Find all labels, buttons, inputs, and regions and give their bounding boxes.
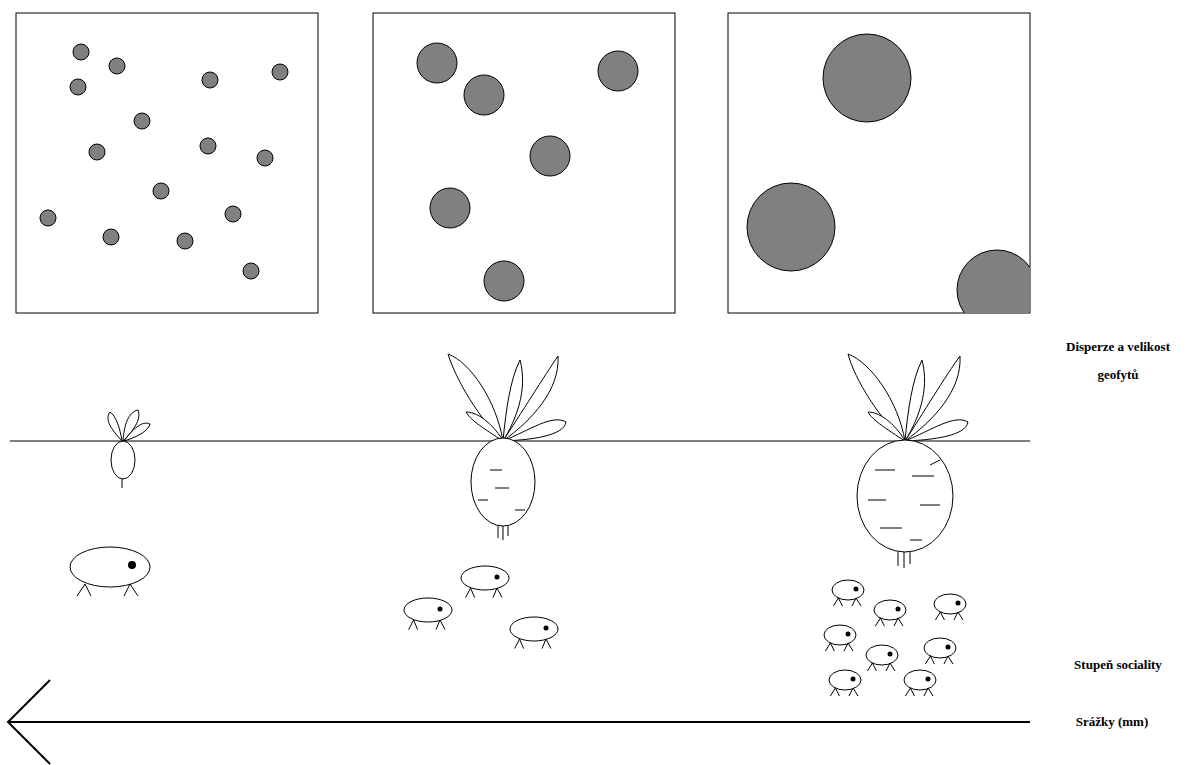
rodent-eye xyxy=(495,575,500,580)
rodent-eye xyxy=(888,652,893,657)
rodent-body xyxy=(510,617,558,641)
rodent-body xyxy=(829,670,861,690)
rodent-legs xyxy=(905,688,933,696)
axis-label: Stupeň sociality xyxy=(1053,651,1183,679)
rodent-eye xyxy=(896,607,901,612)
rodent-legs xyxy=(867,663,895,671)
rodent-body xyxy=(824,625,856,645)
rodent-body xyxy=(924,638,956,658)
rodent-legs xyxy=(925,656,953,664)
rodent-body xyxy=(461,566,509,590)
rodent-body xyxy=(904,670,936,690)
rodent-eye xyxy=(438,607,443,612)
rodent-eye xyxy=(851,677,856,682)
rodent-eye xyxy=(544,626,549,631)
rodent-legs xyxy=(875,618,903,626)
rodent-eye xyxy=(846,632,851,637)
rodent-eye xyxy=(956,601,961,606)
rodent-legs xyxy=(409,620,445,630)
rodent-body xyxy=(404,598,452,622)
rodent-legs xyxy=(833,598,861,606)
rodent-legs xyxy=(825,643,853,651)
rodent-legs xyxy=(935,612,963,620)
rodent-legs xyxy=(515,639,551,649)
rodent-body xyxy=(874,600,906,620)
rodent-body xyxy=(866,645,898,665)
rodent-eye xyxy=(854,587,859,592)
rodent-eye xyxy=(946,645,951,650)
rodent-legs xyxy=(830,688,858,696)
rodent-body xyxy=(832,580,864,600)
rodent-body xyxy=(934,594,966,614)
rodent-legs xyxy=(466,588,502,598)
axis-label: Srážky (mm) xyxy=(1047,708,1177,736)
axis-label: Disperze a velikost geofytů xyxy=(1057,333,1179,389)
rodent-eye xyxy=(926,677,931,682)
